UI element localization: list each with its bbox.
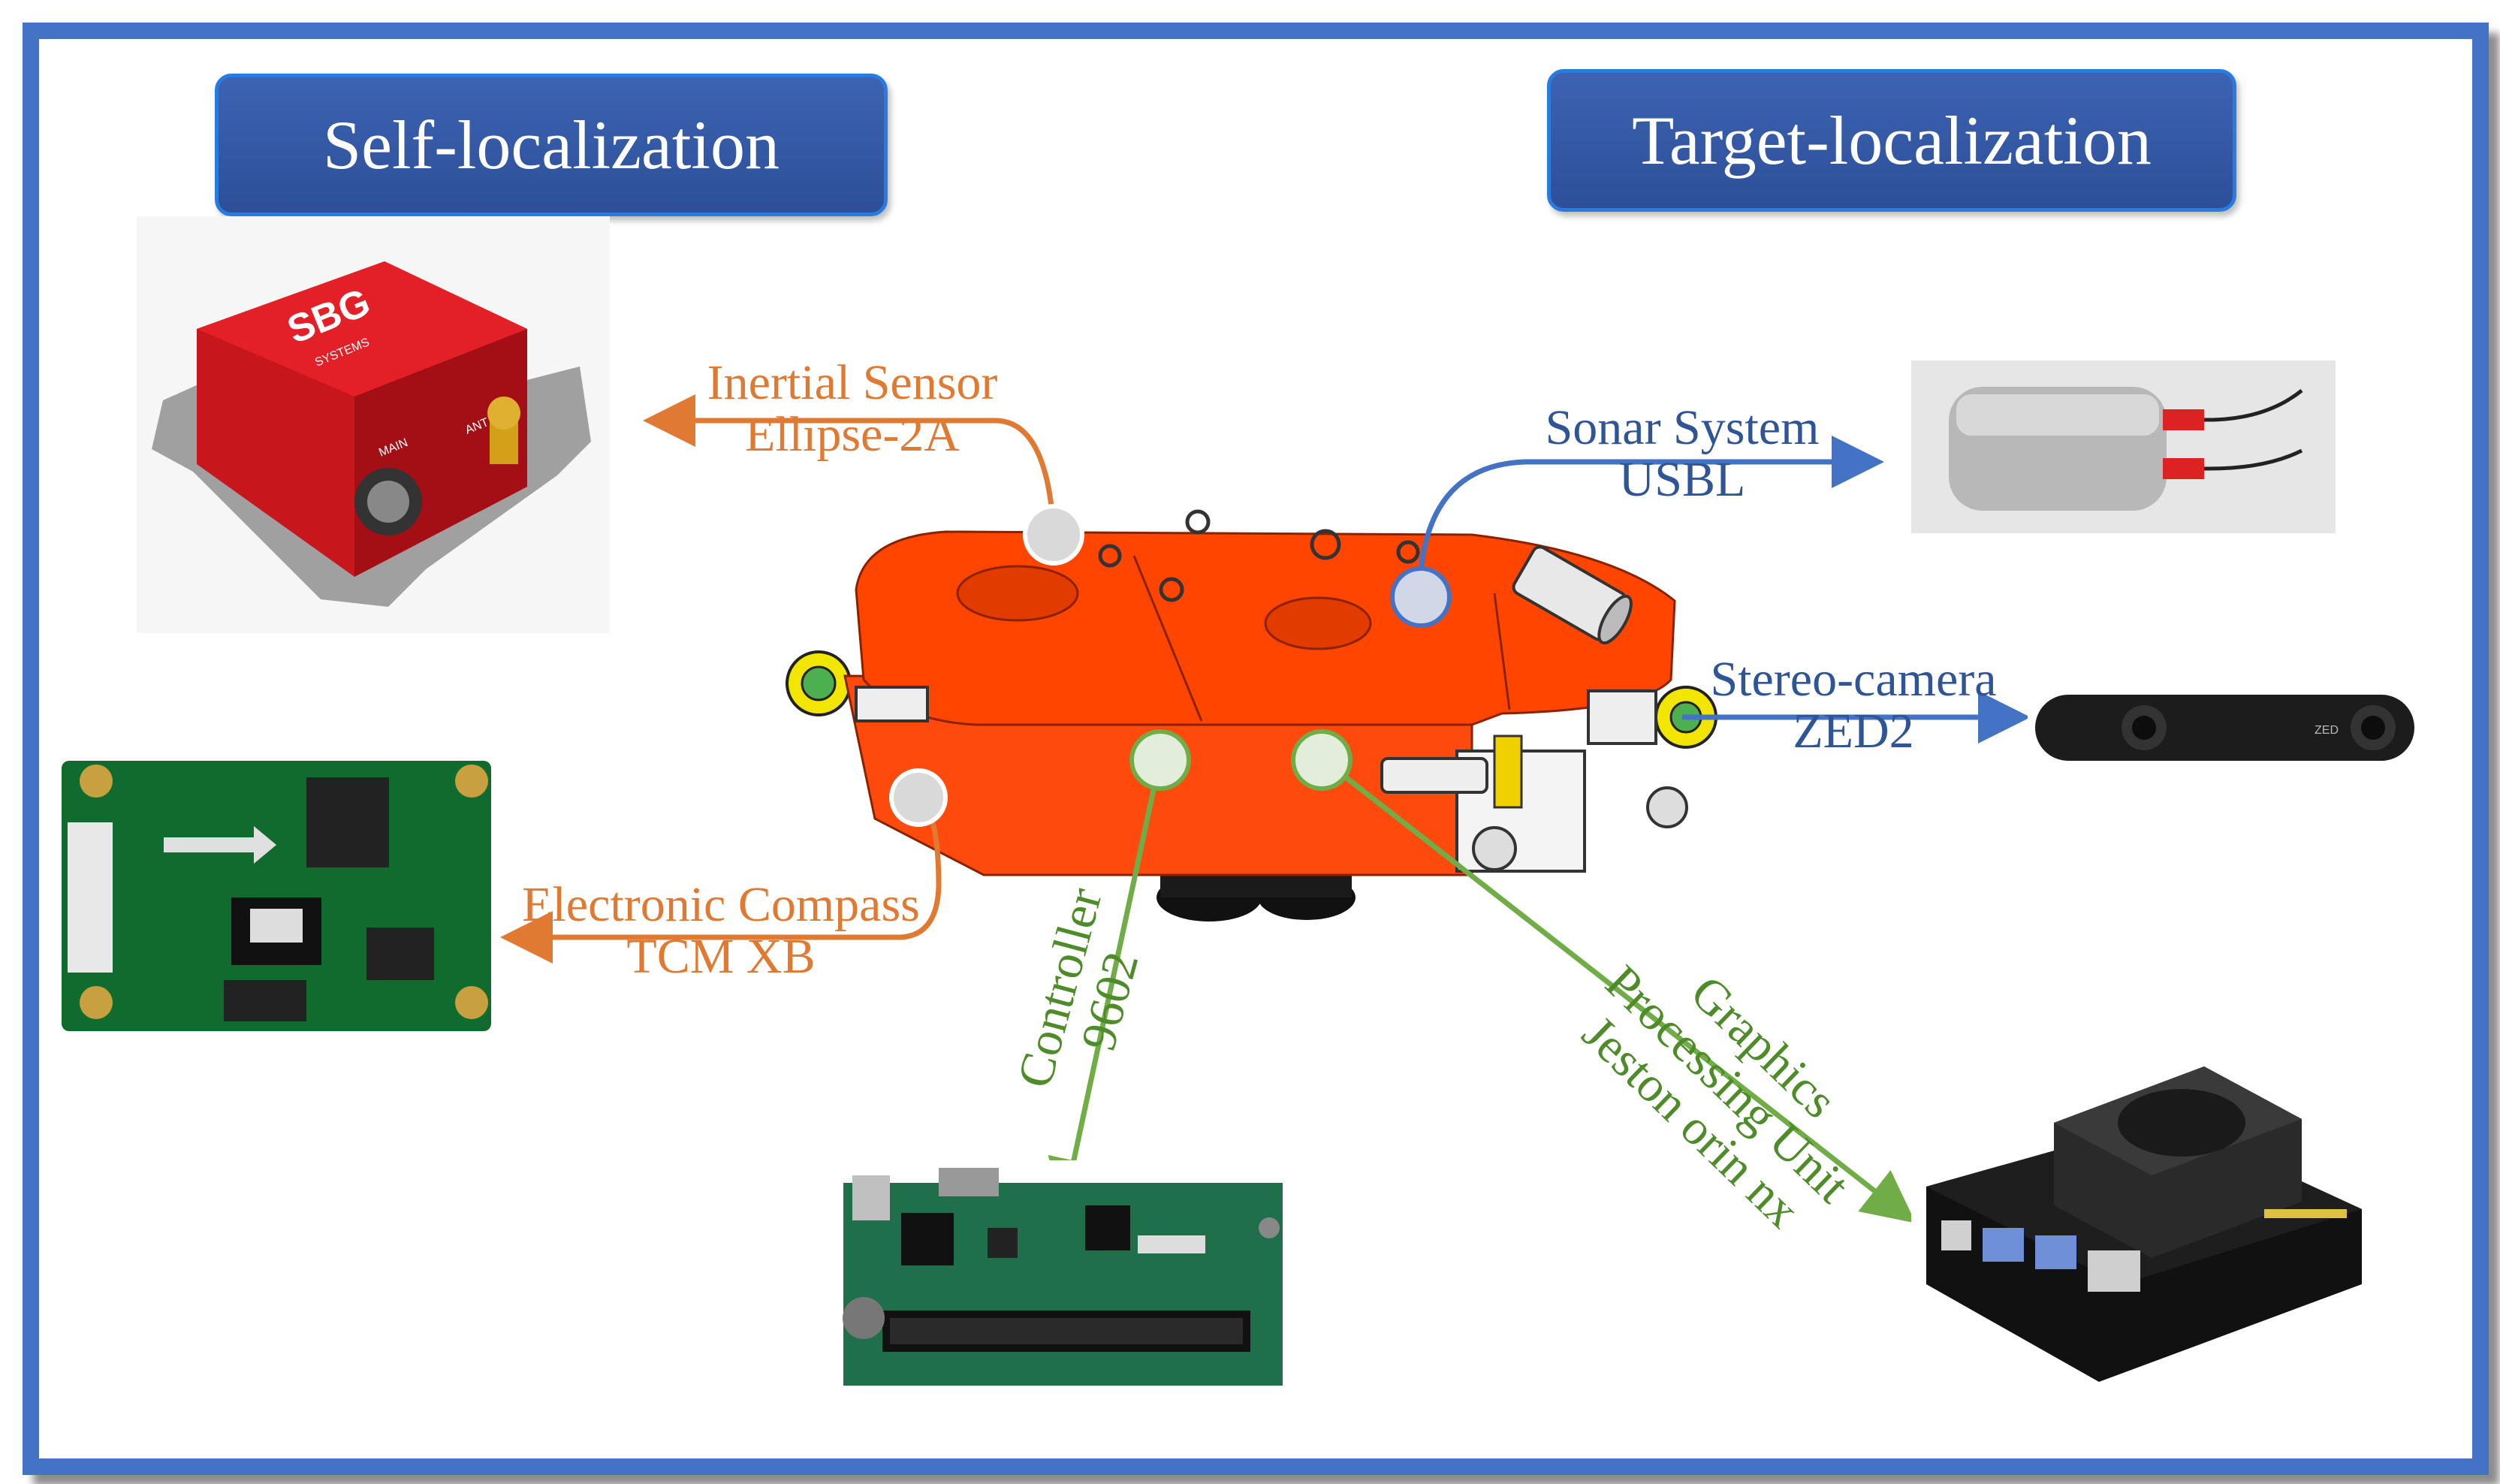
self-localization-title: Self-localization: [323, 107, 780, 183]
inertial-sensor-node: [1023, 504, 1084, 566]
jetson-orin-photo: [1911, 1036, 2371, 1404]
target-localization-title: Target-localization: [1632, 102, 2152, 179]
electronic-compass-label: Electronic Compass TCM XB: [499, 879, 942, 983]
electronic-compass-model: TCM XB: [626, 929, 816, 985]
sonar-system-connector: [1416, 436, 1884, 593]
controller-node: [1129, 729, 1191, 791]
zed2-camera-photo: ZED: [2028, 680, 2426, 774]
inertial-sensor-name: Inertial Sensor: [707, 355, 998, 410]
sonar-system-name: Sonar System: [1545, 400, 1820, 455]
stereo-camera-name: Stereo-camera: [1710, 652, 1997, 707]
inertial-sensor-label: Inertial Sensor Ellipse-2A: [680, 357, 1025, 461]
stereo-camera-model: ZED2: [1793, 704, 1914, 759]
inertial-sensor-photo: SBG SYSTEMS MAIN ANT: [137, 216, 610, 633]
gpu-connector: [1319, 756, 1916, 1223]
gpu-node: [1291, 729, 1353, 791]
self-localization-header: Self-localization: [215, 74, 888, 216]
electronic-compass-node: [889, 768, 948, 827]
rov-vehicle: [786, 509, 1717, 921]
target-localization-header: Target-localization: [1547, 69, 2236, 212]
sonar-system-model: USBL: [1618, 452, 1746, 508]
electronic-compass-name: Electronic Compass: [522, 877, 920, 932]
zed-logo-text: ZED: [2315, 724, 2339, 737]
electronic-compass-photo: [51, 747, 500, 1042]
sonar-node: [1390, 566, 1452, 628]
sonar-system-label: Sonar System USBL: [1524, 402, 1840, 506]
usbl-sonar-photo: [1911, 360, 2336, 533]
controller-board-photo: [837, 1160, 1289, 1393]
inertial-sensor-model: Ellipse-2A: [745, 407, 960, 463]
controller-connector: [1048, 758, 1163, 1212]
stereo-camera-label: Stereo-camera ZED2: [1696, 653, 2011, 758]
